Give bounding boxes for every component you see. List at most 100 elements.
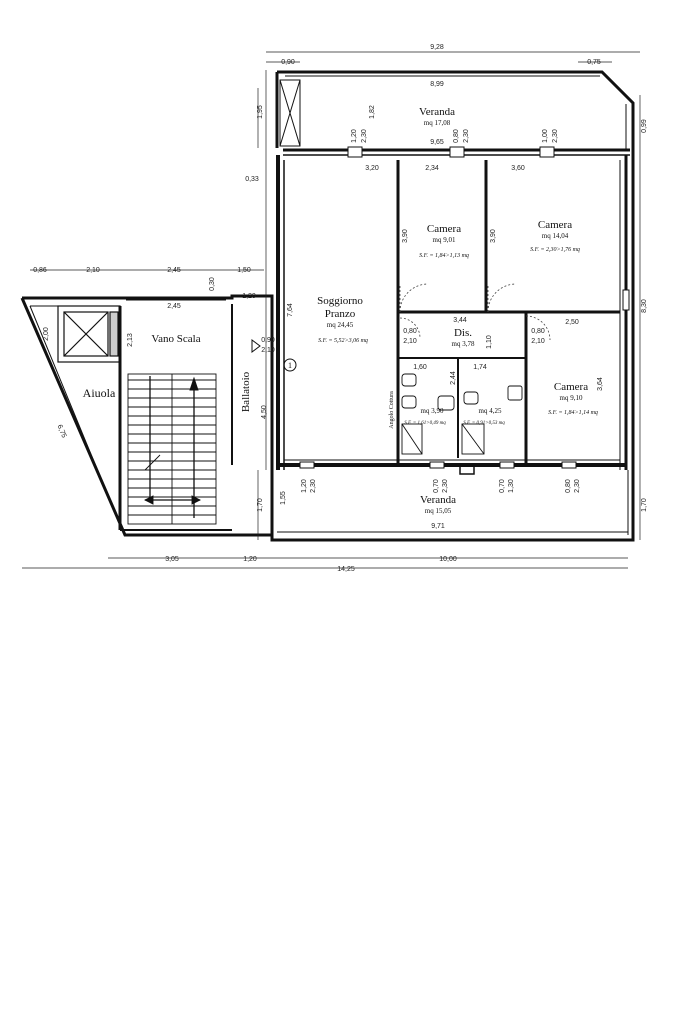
camera1-label: Camera bbox=[427, 223, 461, 235]
dim-right-830: 8,30 bbox=[641, 299, 648, 313]
veranda-bottom-area: mq 15,05 bbox=[425, 507, 452, 515]
dim-bot-305: 3,05 bbox=[165, 556, 179, 563]
dim-left-155: 1,55 bbox=[280, 491, 287, 505]
dim-top-left: 0,90 bbox=[281, 59, 295, 66]
dim-h-450: 4,50 bbox=[261, 405, 268, 419]
angolo-cottura-label: Angolo Cottura bbox=[389, 391, 395, 429]
camera3-sf: S.F. = 1,84>1,14 mq bbox=[548, 409, 598, 416]
dim-win-080b: 0,80 bbox=[531, 328, 545, 335]
dim-top-right: 0,75 bbox=[587, 59, 601, 66]
dim-left-195: 1,95 bbox=[257, 105, 264, 119]
entrance-arrow bbox=[251, 339, 261, 353]
dim-right-099: 0,99 bbox=[641, 119, 648, 133]
bagno1-sf: S.F. = 1,61>0,49 mq bbox=[404, 421, 446, 426]
camera3-area: mq 9,10 bbox=[560, 394, 583, 402]
dim-v-182: 1,82 bbox=[369, 105, 376, 119]
dim-w-250: 2,50 bbox=[565, 319, 579, 326]
bagno1-area: mq 3,90 bbox=[421, 407, 444, 415]
dim-v-230c: 2,30 bbox=[552, 129, 559, 143]
aiuola-label: Aiuola bbox=[83, 386, 116, 400]
dim-w-360: 3,60 bbox=[511, 165, 525, 172]
dim-right-170: 1,70 bbox=[641, 498, 648, 512]
dim-w-174: 1,74 bbox=[473, 364, 487, 371]
dim-dis-344: 3,44 bbox=[453, 317, 467, 324]
dim-h-390b: 3,90 bbox=[490, 229, 497, 243]
dim-diag-675: 6,75 bbox=[55, 424, 67, 439]
veranda-top-label: Veranda bbox=[419, 106, 455, 118]
dis-area: mq 3,78 bbox=[452, 340, 475, 348]
dim-w-234: 2,34 bbox=[425, 165, 439, 172]
ballatoio-label: Ballatoio bbox=[240, 371, 252, 412]
dim-v-100: 1,00 bbox=[542, 129, 549, 143]
dim-stair-200: 2,00 bbox=[43, 327, 50, 341]
marker-circle bbox=[283, 358, 297, 372]
dim-h-764: 7,64 bbox=[287, 303, 294, 317]
dim-b-230c: 2,30 bbox=[574, 479, 581, 493]
dim-v-080a: 0,80 bbox=[453, 129, 460, 143]
dim-b-130: 1,30 bbox=[508, 479, 515, 493]
dim-d-210: 2,10 bbox=[261, 347, 275, 354]
dim-v-120a: 1,20 bbox=[351, 129, 358, 143]
bathroom-fixtures bbox=[401, 373, 523, 475]
soggiorno-area: mq 24,45 bbox=[327, 321, 354, 329]
dim-row-245: 2,45 bbox=[167, 267, 181, 274]
dim-v-230b: 2,30 bbox=[463, 129, 470, 143]
camera2-label: Camera bbox=[538, 219, 572, 231]
soggiorno-sf: S.F. = 5,52>3,06 mq bbox=[318, 338, 368, 344]
dim-b-070a: 0,70 bbox=[433, 479, 440, 493]
dim-v-120b: 1,20 bbox=[242, 293, 256, 300]
vano-scala-label: Vano Scala bbox=[151, 333, 200, 345]
elevator bbox=[57, 305, 121, 363]
dim-stair-245: 2,45 bbox=[167, 303, 181, 310]
dis-label: Dis. bbox=[454, 327, 472, 339]
camera1-area: mq 9,01 bbox=[433, 236, 456, 244]
dimension-texts: 9,28 0,90 0,75 8,99 9,65 1,95 1,82 1,20 … bbox=[33, 44, 648, 573]
dim-stair-213: 2,13 bbox=[127, 333, 134, 347]
dim-d-090: 0,90 bbox=[261, 337, 275, 344]
dim-b-120: 1,20 bbox=[301, 479, 308, 493]
dim-left-033: 0,33 bbox=[245, 176, 259, 183]
dim-w-160: 1,60 bbox=[413, 364, 427, 371]
dim-w-320: 3,20 bbox=[365, 165, 379, 172]
dim-h-244: 2,44 bbox=[450, 371, 457, 385]
dim-bot-120: 1,20 bbox=[243, 556, 257, 563]
dim-bot-1000: 10,00 bbox=[439, 556, 457, 563]
dim-bot-1425: 14,25 bbox=[337, 566, 355, 573]
bagno2-area: mq 4,25 bbox=[479, 407, 502, 415]
dim-row-210: 2,10 bbox=[86, 267, 100, 274]
dim-b-070b: 0,70 bbox=[499, 479, 506, 493]
bagno2-sf: S.F. = 0,91>0,53 mq bbox=[463, 421, 505, 426]
dim-dis-110: 1,10 bbox=[486, 335, 493, 349]
veranda-column bbox=[279, 79, 301, 147]
dim-h-390a: 3,90 bbox=[402, 229, 409, 243]
camera2-sf: S.F. = 2,30>1,76 mq bbox=[530, 247, 580, 253]
marker-number: 1 bbox=[288, 361, 292, 370]
dim-win-080a: 0,80 bbox=[403, 328, 417, 335]
dim-row-150: 1,50 bbox=[237, 267, 251, 274]
dim-h-364: 3,64 bbox=[597, 377, 604, 391]
soggiorno-label: Soggiorno bbox=[317, 295, 363, 307]
dim-top-total: 9,28 bbox=[430, 44, 444, 51]
dim-veranda-inner: 9,65 bbox=[430, 139, 444, 146]
dim-v-230a: 2,30 bbox=[361, 129, 368, 143]
dim-left-170: 1,70 bbox=[257, 498, 264, 512]
veranda-top-area: mq 17,08 bbox=[424, 119, 451, 127]
dim-v-030: 0,30 bbox=[209, 277, 216, 291]
door-swings bbox=[399, 283, 551, 341]
dim-b-230: 2,30 bbox=[310, 479, 317, 493]
stairs bbox=[127, 373, 217, 525]
camera2-area: mq 14,04 bbox=[542, 232, 569, 240]
dim-top-inner: 8,99 bbox=[430, 81, 444, 88]
veranda-bottom-label: Veranda bbox=[420, 494, 456, 506]
openings bbox=[299, 146, 630, 469]
dim-b-230b: 2,30 bbox=[442, 479, 449, 493]
dimension-lines bbox=[22, 51, 641, 569]
dim-bottom-inner: 9,71 bbox=[431, 523, 445, 530]
camera1-sf: S.F. = 1,84>1,13 mq bbox=[419, 252, 469, 259]
dim-b-080: 0,80 bbox=[565, 479, 572, 493]
camera3-label: Camera bbox=[554, 381, 588, 393]
dim-win-210b: 2,10 bbox=[531, 338, 545, 345]
pranzo-label: Pranzo bbox=[325, 308, 356, 320]
dim-win-210a: 2,10 bbox=[403, 338, 417, 345]
